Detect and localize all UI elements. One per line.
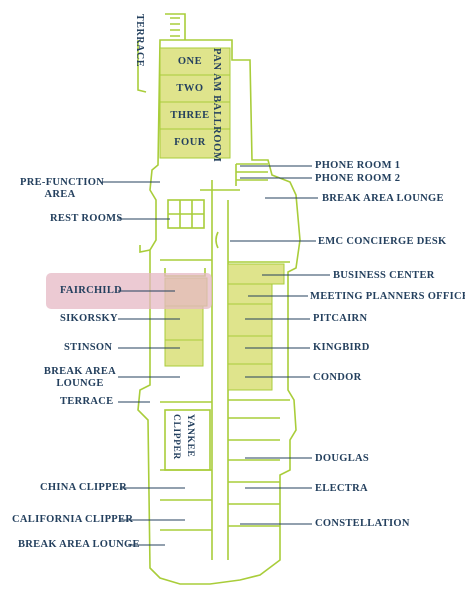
rest-rooms-label[interactable]: REST ROOMS bbox=[50, 213, 123, 224]
ballroom-three[interactable]: THREE bbox=[170, 110, 210, 121]
break-area-lounge-right-label[interactable]: BREAK AREA LOUNGE bbox=[322, 193, 444, 204]
business-center-label[interactable]: BUSINESS CENTER bbox=[333, 270, 435, 281]
ballroom-title: PAN AM BALLROOM bbox=[211, 48, 222, 163]
electra-label[interactable]: ELECTRA bbox=[315, 483, 368, 494]
ballroom-one[interactable]: ONE bbox=[177, 56, 203, 67]
douglas-label[interactable]: DOUGLAS bbox=[315, 453, 370, 464]
constellation-label[interactable]: CONSTELLATION bbox=[315, 518, 410, 529]
terrace-top-label: TERRACE bbox=[134, 14, 145, 68]
break-area-left-line2: LOUNGE bbox=[56, 378, 104, 389]
china-clipper-label[interactable]: CHINA CLIPPER bbox=[40, 482, 128, 493]
terrace-left-label[interactable]: TERRACE bbox=[60, 396, 114, 407]
break-area-lounge-bottom-label[interactable]: BREAK AREA LOUNGE bbox=[18, 539, 140, 550]
ballroom-four[interactable]: FOUR bbox=[174, 137, 206, 148]
break-area-lounge-left-label[interactable]: BREAK AREA LOUNGE bbox=[40, 366, 120, 390]
pre-function-line1: PRE-FUNCTION bbox=[20, 177, 105, 188]
stinson-label[interactable]: STINSON bbox=[64, 342, 113, 353]
sikorsky-fill bbox=[164, 305, 204, 341]
emc-concierge-desk-label[interactable]: EMC CONCIERGE DESK bbox=[318, 236, 447, 247]
pre-function-line2: AREA bbox=[44, 189, 76, 200]
pitcairn-fill bbox=[227, 303, 273, 337]
kingbird-fill bbox=[227, 335, 273, 365]
california-clipper-label[interactable]: CALIFORNIA CLIPPER bbox=[12, 514, 134, 525]
ballroom-two[interactable]: TWO bbox=[176, 83, 204, 94]
phone-room-1-label[interactable]: PHONE ROOM 1 bbox=[315, 160, 401, 171]
pre-function-area-label[interactable]: PRE-FUNCTION AREA bbox=[20, 177, 105, 201]
stinson-fill bbox=[164, 339, 204, 367]
building-outline bbox=[137, 39, 301, 585]
meeting-planners-office-label[interactable]: MEETING PLANNERS OFFICE bbox=[310, 291, 465, 302]
clipper-label: CLIPPER bbox=[171, 414, 181, 460]
business-center-fill bbox=[227, 263, 285, 285]
yankee-label: YANKEE bbox=[185, 414, 195, 458]
meeting-planners-fill bbox=[227, 283, 273, 305]
pitcairn-label[interactable]: PITCAIRN bbox=[313, 313, 368, 324]
kingbird-label[interactable]: KINGBIRD bbox=[313, 342, 370, 353]
condor-label[interactable]: CONDOR bbox=[313, 372, 362, 383]
phone-room-2-label[interactable]: PHONE ROOM 2 bbox=[315, 173, 401, 184]
sikorsky-label[interactable]: SIKORSKY bbox=[60, 313, 118, 324]
ballroom-fill bbox=[159, 47, 231, 159]
break-area-left-line1: BREAK AREA bbox=[43, 366, 117, 377]
fairchild-label[interactable]: FAIRCHILD bbox=[60, 285, 123, 296]
